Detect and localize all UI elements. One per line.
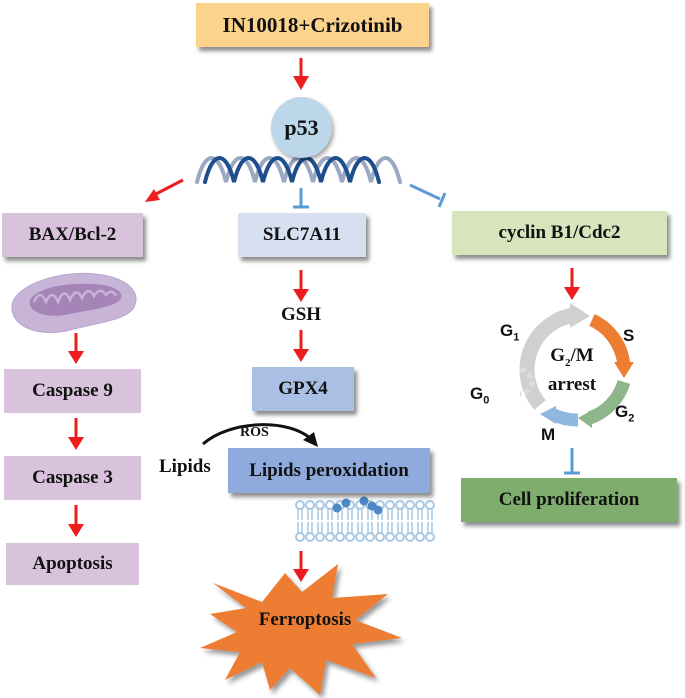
oxidized-lipid-head — [359, 496, 369, 506]
gsh-label: GSH — [280, 304, 322, 325]
lipid-tail — [427, 509, 433, 520]
lipid-head — [425, 500, 435, 510]
lipid-head — [315, 532, 325, 542]
lipid-head — [385, 532, 395, 542]
lipid-tail — [427, 522, 433, 533]
lipid-head — [415, 500, 425, 510]
lipid-head — [295, 500, 305, 510]
lipid-tail — [347, 522, 353, 533]
lipid-tail — [317, 509, 323, 520]
lipid-head — [395, 532, 405, 542]
lipid-tail — [377, 522, 383, 533]
lipid-tail — [307, 522, 313, 533]
lipid-head — [375, 532, 385, 542]
drug-combination-box: IN10018+Crizotinib — [196, 3, 429, 47]
arrest-text: arrest — [547, 373, 597, 395]
arrow-mito-to-casp9 — [68, 333, 84, 364]
inhibit-dna-to-slc7a11 — [293, 188, 309, 209]
inhibit-cycle-to-proliferation — [564, 448, 580, 475]
oxidized-lipid-head — [332, 503, 342, 513]
lipid-tail — [317, 522, 323, 533]
oxidized-lipid-head — [341, 498, 351, 508]
lipid-tail — [297, 509, 303, 520]
inhibit-dna-to-cyclin — [409, 183, 447, 208]
lipid-tail — [347, 509, 353, 520]
lipid-tail — [397, 509, 403, 520]
lipid-head — [395, 500, 405, 510]
arrow-cyclin-to-cycle — [564, 268, 580, 300]
lipid-head — [405, 532, 415, 542]
lipid-head — [315, 500, 325, 510]
mitochondrion-icon — [11, 272, 137, 333]
lipid-head — [335, 532, 345, 542]
lipid-tail — [417, 509, 423, 520]
lipid-head — [385, 500, 395, 510]
lipid-tail — [417, 522, 423, 533]
lipid-tail — [367, 509, 373, 520]
ferroptosis-burst — [200, 564, 402, 695]
arrow-casp3-to-apoptosis — [68, 505, 84, 537]
arrow-membrane-to-ferroptosis — [293, 551, 309, 582]
slc7a11-box: SLC7A11 — [238, 213, 366, 257]
oxidized-lipid-head — [373, 505, 383, 515]
lipid-tail — [327, 509, 333, 520]
arrow-gsh-to-gpx4 — [293, 330, 309, 362]
bax-bcl2-box: BAX/Bcl-2 — [2, 213, 143, 257]
phase-g2-label: G2 — [615, 402, 635, 425]
phase-m-label: M — [541, 425, 556, 444]
dna-helix-icon — [195, 156, 402, 184]
lipid-tail — [337, 522, 343, 533]
lipid-tail — [357, 509, 363, 520]
caspase9-box: Caspase 9 — [4, 369, 141, 413]
lipid-head — [305, 500, 315, 510]
lipid-tail — [387, 509, 393, 520]
ros-label: ROS — [240, 425, 269, 440]
ferroptosis-label: Ferroptosis — [258, 609, 352, 630]
lipid-head — [295, 532, 305, 542]
arrow-slc7a11-to-gsh — [293, 270, 309, 302]
lipid-tail — [407, 522, 413, 533]
lipid-tail — [307, 509, 313, 520]
cyclin-b1-cdc2-box: cyclin B1/Cdc2 — [452, 211, 667, 255]
caspase3-box: Caspase 3 — [4, 456, 141, 500]
lipid-head — [365, 532, 375, 542]
lipid-tail — [297, 522, 303, 533]
lipid-head — [345, 532, 355, 542]
phase-s-label: S — [623, 326, 635, 345]
lipid-head — [355, 532, 365, 542]
gpx4-box: GPX4 — [252, 367, 354, 411]
lipid-head — [425, 532, 435, 542]
lipid-tail — [397, 522, 403, 533]
lipid-tail — [407, 509, 413, 520]
g2m-arrest-label: G2/M arrest — [540, 345, 604, 395]
cell-proliferation-box: Cell proliferation — [461, 478, 677, 522]
g2m-text: G2/M — [550, 345, 594, 369]
arrow-dna-to-bax — [145, 178, 184, 202]
phase-g0-label: G0 — [470, 384, 490, 407]
arrow-casp9-to-casp3 — [68, 418, 84, 450]
lipid-membrane-icon — [295, 496, 435, 542]
lipid-tail — [387, 522, 393, 533]
phase-g1-label: G1 — [500, 321, 520, 344]
lipid-head — [305, 532, 315, 542]
lipid-peroxidation-box: Lipids peroxidation — [228, 448, 430, 493]
lipid-head — [325, 532, 335, 542]
lipid-tail — [327, 522, 333, 533]
lipid-head — [405, 500, 415, 510]
cell-cycle-diagram — [519, 303, 634, 428]
apoptosis-box: Apoptosis — [6, 543, 139, 585]
lipid-tail — [357, 522, 363, 533]
p53-node: p53 — [271, 97, 332, 158]
lipid-head — [415, 532, 425, 542]
lipids-label: Lipids — [159, 456, 211, 477]
ros-curved-arrow — [202, 423, 318, 447]
arrow-title-to-p53 — [293, 58, 309, 90]
lipid-tail — [367, 522, 373, 533]
